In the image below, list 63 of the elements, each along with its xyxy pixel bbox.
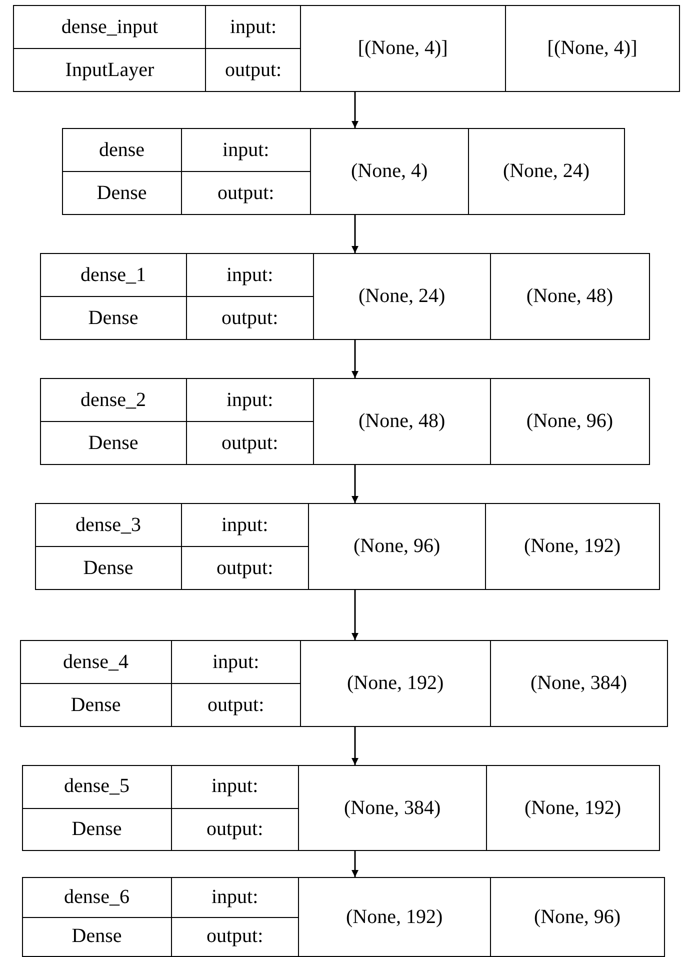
arrow	[352, 465, 358, 503]
layer-name: dense_6	[23, 878, 171, 918]
layer-name: dense_3	[36, 504, 181, 547]
layer-class: Dense	[87, 306, 140, 330]
shape-cell: (None, 96)	[308, 504, 485, 589]
port-label: input:	[186, 254, 314, 297]
layer-name: dense_2	[41, 379, 186, 422]
shape-cell: (None, 384)	[298, 766, 486, 850]
arrow	[352, 851, 358, 877]
layer-name: dense_4	[21, 641, 171, 684]
arrow	[352, 590, 358, 640]
layer-box	[35, 503, 660, 590]
shape-cell: (None, 4)	[310, 129, 468, 214]
shape-cell: (None, 192)	[298, 878, 490, 956]
port-label: input:	[182, 504, 308, 547]
port-label: output:	[216, 180, 276, 206]
layer-class: Dense	[96, 180, 148, 206]
shape-cell: (None, 384)	[490, 641, 667, 726]
layer-box	[13, 5, 680, 92]
port-label: input:	[172, 641, 300, 684]
port-label: output:	[224, 58, 283, 82]
layer-class: Dense	[70, 692, 122, 718]
shape-cell: (None, 48)	[313, 379, 490, 464]
layer-box	[22, 877, 665, 957]
shape-cell: [(None, 4)]	[504, 6, 679, 91]
shape-cell: (None, 24)	[313, 254, 490, 339]
layer-class: Dense	[87, 430, 140, 456]
port-label: output:	[220, 430, 280, 456]
layer-name: dense_1	[41, 254, 186, 297]
port-label: input:	[172, 878, 298, 918]
layer-name: dense_input	[14, 6, 206, 49]
port-label: input:	[172, 766, 298, 808]
arrow	[352, 340, 358, 378]
layer-name: dense_5	[23, 766, 171, 808]
shape-cell: (None, 192)	[300, 641, 490, 726]
layer-box	[40, 253, 650, 340]
layer-class: InputLayer	[64, 58, 156, 82]
shape-cell: (None, 96)	[490, 878, 664, 956]
layer-class: Dense	[70, 924, 123, 950]
shape-cell: [(None, 4)]	[300, 6, 505, 91]
arrow	[352, 727, 358, 765]
port-label: input:	[186, 379, 314, 422]
shape-cell: (None, 192)	[486, 766, 659, 850]
layer-box	[62, 128, 625, 215]
arrow	[352, 215, 358, 253]
layer-class: Dense	[82, 556, 134, 580]
port-label: input:	[182, 129, 310, 172]
shape-cell: (None, 24)	[468, 129, 624, 214]
layer-box	[20, 640, 668, 727]
arrow	[352, 92, 358, 128]
layer-class: Dense	[70, 816, 123, 842]
port-label: input:	[206, 6, 300, 49]
port-label: output:	[206, 692, 266, 718]
shape-cell: (None, 96)	[490, 379, 649, 464]
port-label: output:	[220, 306, 280, 330]
layer-box	[40, 378, 650, 465]
port-label: output:	[205, 816, 264, 842]
port-label: output:	[206, 924, 264, 950]
layer-box	[22, 765, 660, 851]
shape-cell: (None, 192)	[484, 504, 659, 589]
layer-name: dense	[63, 129, 181, 172]
port-label: output:	[215, 556, 274, 580]
shape-cell: (None, 48)	[490, 254, 649, 339]
